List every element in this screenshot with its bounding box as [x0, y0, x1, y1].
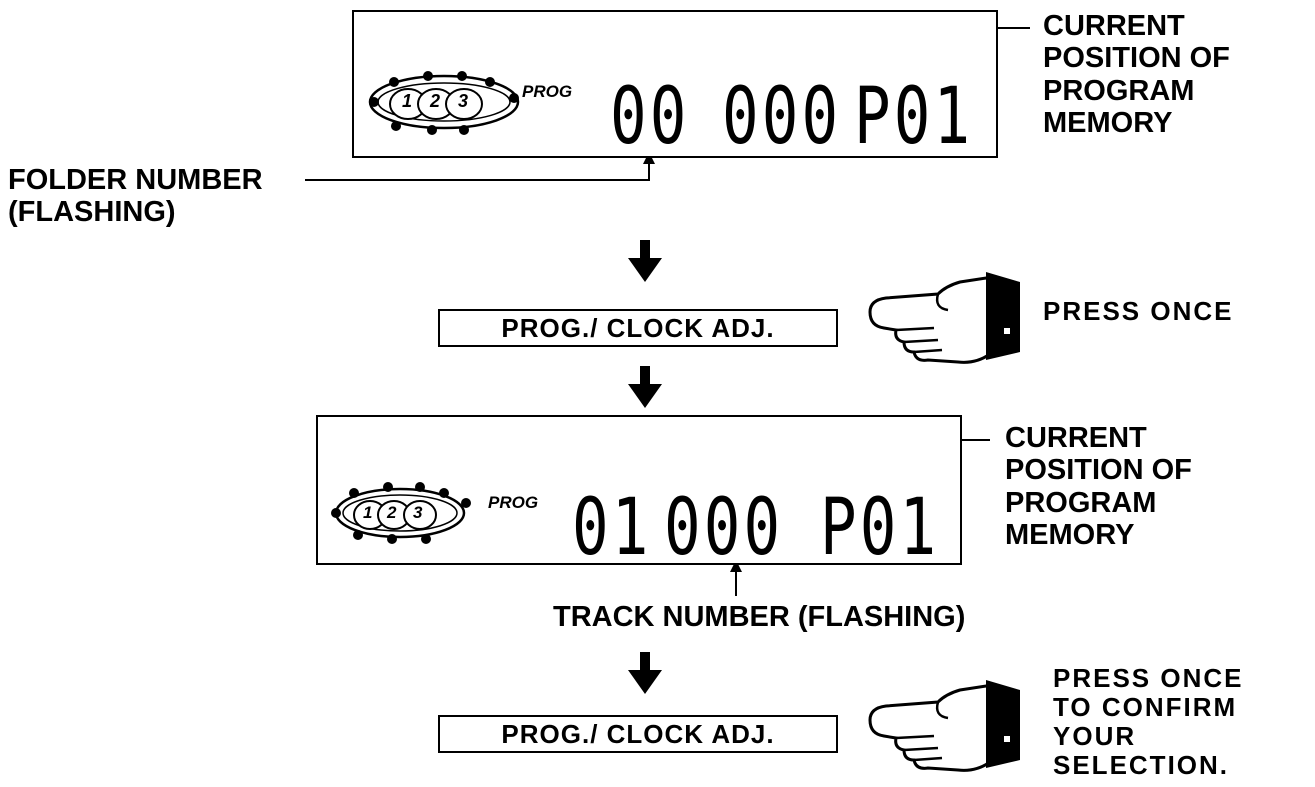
folder-digits: 00 — [610, 72, 690, 162]
press-once-confirm-label: PRESS ONCE TO CONFIRM YOUR SELECTION. — [1053, 663, 1244, 781]
disc-changer-icon — [331, 482, 471, 544]
disc-label-2: 2 — [430, 91, 441, 111]
folder-number-label: FOLDER NUMBER (FLASHING) — [8, 164, 263, 229]
down-arrow-icon — [628, 652, 662, 694]
disc-label-1: 1 — [363, 503, 373, 522]
disc-changer-icon — [368, 71, 520, 135]
track-digits: 000 — [722, 72, 842, 162]
track-number-label: TRACK NUMBER (FLASHING) — [553, 601, 966, 633]
pointing-hand-icon — [868, 680, 1020, 772]
prog-indicator: PROG — [522, 82, 573, 101]
disc-label-3: 3 — [413, 503, 423, 522]
disc-label-3: 3 — [458, 91, 469, 111]
folder-leader — [305, 162, 650, 181]
folder-digits: 01 — [572, 483, 652, 573]
disc-label-2: 2 — [387, 503, 397, 522]
prog-indicator: PROG — [488, 493, 539, 512]
down-arrow-icon — [628, 240, 662, 282]
current-position-label-1: CURRENT POSITION OF PROGRAM MEMORY — [1043, 10, 1230, 140]
position-digits: P01 — [820, 483, 940, 573]
pointing-hand-icon — [868, 272, 1020, 364]
track-arrowhead — [730, 560, 742, 572]
press-once-label: PRESS ONCE — [1043, 296, 1234, 326]
current-position-label-2: CURRENT POSITION OF PROGRAM MEMORY — [1005, 422, 1192, 552]
prog-clock-adj-button-2[interactable]: PROG./ CLOCK ADJ. — [438, 715, 838, 753]
position-digits: P01 — [854, 72, 974, 162]
disc-label-1: 1 — [402, 91, 413, 111]
display-panel-1: 1 2 3 PROG 00 000 P01 — [352, 10, 998, 158]
prog-clock-adj-button-1[interactable]: PROG./ CLOCK ADJ. — [438, 309, 838, 347]
display-panel-2: 1 2 3 PROG 01 000 P01 — [316, 415, 962, 573]
track-digits: 000 — [664, 483, 784, 573]
folder-arrowhead — [643, 152, 655, 164]
down-arrow-icon — [628, 366, 662, 408]
